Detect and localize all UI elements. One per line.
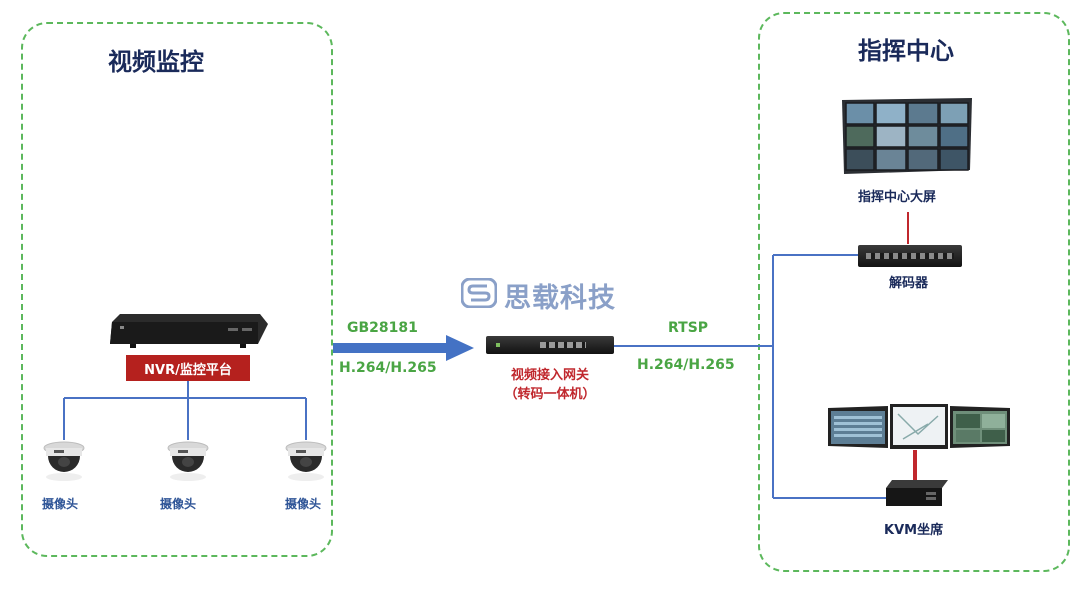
- ingress-codec-label: H.264/H.265: [339, 360, 437, 376]
- camera-2: [164, 440, 212, 484]
- kvm-stand: [913, 450, 917, 480]
- camera-3: [282, 440, 330, 484]
- nvr-label: NVR/监控平台: [126, 355, 250, 381]
- dome-camera-icon: [43, 441, 85, 481]
- dome-camera-icon: [167, 441, 209, 481]
- monitor-icon: [828, 404, 1010, 449]
- camera-3-label: 摄像头: [285, 497, 322, 511]
- camera-1: [40, 440, 88, 484]
- camera-1-label: 摄像头: [42, 497, 79, 511]
- egress-codec-label: H.264/H.265: [637, 357, 735, 373]
- gateway-ports: [540, 342, 586, 348]
- kvm-label: KVM坐席: [884, 523, 944, 538]
- big-screen-label: 指挥中心大屏: [858, 190, 937, 205]
- gateway-device: [486, 336, 614, 354]
- decoder-device: [858, 245, 962, 267]
- gateway-label-line1: 视频接入网关: [510, 368, 589, 383]
- video-wall-icon: [842, 98, 972, 174]
- video-surveillance-title: 视频监控: [108, 48, 204, 76]
- gateway-label-line2: （转码一体机）: [504, 387, 596, 402]
- ingress-protocol-label: GB28181: [347, 320, 418, 336]
- logo-icon: [460, 277, 498, 309]
- nvr-device: [110, 314, 268, 350]
- camera-2-label: 摄像头: [160, 497, 197, 511]
- command-center-group: [758, 12, 1070, 572]
- decoder-label: 解码器: [889, 276, 929, 291]
- egress-protocol-label: RTSP: [668, 320, 709, 336]
- nvr-device-icon: [110, 314, 268, 348]
- ingress-arrow-shaft: [333, 343, 448, 353]
- watermark-logo: [460, 277, 498, 309]
- video-wall: [842, 98, 972, 176]
- gateway-indicator: [496, 343, 500, 347]
- command-center-title: 指挥中心: [858, 37, 954, 65]
- video-surveillance-group: [21, 22, 333, 557]
- ingress-arrow-head: [446, 335, 474, 361]
- kvm-monitors: [828, 404, 1010, 450]
- watermark-text: 思载科技: [504, 283, 616, 314]
- computer-icon: [886, 480, 948, 506]
- kvm-host: [886, 480, 948, 506]
- decoder-ports: [866, 253, 954, 259]
- dome-camera-icon: [285, 441, 327, 481]
